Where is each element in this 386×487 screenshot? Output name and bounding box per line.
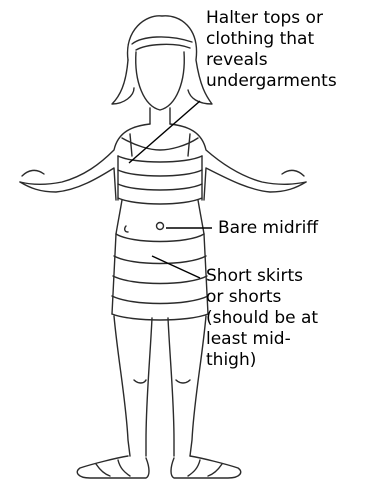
annotation-line: Bare midriff — [218, 218, 318, 239]
sandals — [77, 456, 241, 478]
annotation-line: reveals — [206, 50, 337, 71]
annotation-short-skirts: Short skirts or shorts (should be at lea… — [206, 266, 318, 371]
legs — [114, 316, 206, 456]
hair — [112, 16, 212, 104]
pointer-line-bottom — [152, 256, 200, 278]
pointer-line-top — [129, 101, 200, 163]
short-skirt — [112, 234, 208, 320]
annotation-halter-tops: Halter tops or clothing that reveals und… — [206, 8, 337, 92]
bare-midriff — [116, 200, 204, 234]
annotation-line: thigh) — [206, 350, 318, 371]
halter-top — [118, 134, 202, 204]
annotation-line: or shorts — [206, 287, 318, 308]
annotation-line: (should be at — [206, 308, 318, 329]
annotation-line: Halter tops or — [206, 8, 337, 29]
annotation-line: undergarments — [206, 71, 337, 92]
face — [136, 52, 185, 110]
annotation-line: least mid- — [206, 329, 318, 350]
annotation-bare-midriff: Bare midriff — [218, 218, 318, 239]
annotation-line: clothing that — [206, 29, 337, 50]
annotation-line: Short skirts — [206, 266, 318, 287]
